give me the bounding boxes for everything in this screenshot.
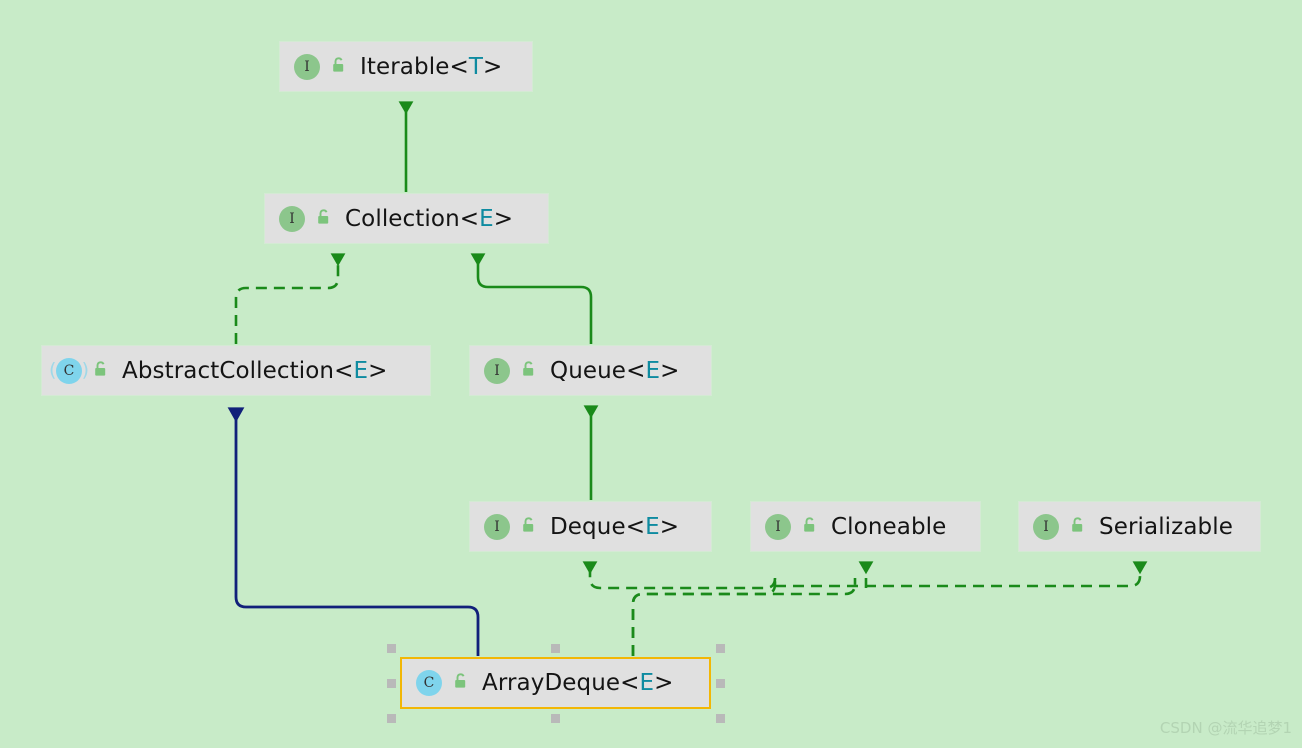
unlocked-padlock-icon	[521, 516, 538, 538]
unlocked-padlock-icon	[331, 56, 348, 78]
node-collection[interactable]: I Collection<E>	[264, 193, 549, 244]
node-serializable[interactable]: I Serializable	[1018, 501, 1261, 552]
interface-badge: I	[1033, 513, 1059, 540]
selection-handle[interactable]	[716, 679, 725, 688]
unlocked-padlock-icon	[316, 208, 333, 230]
unlocked-padlock-icon	[453, 672, 470, 694]
interface-icon: I	[484, 357, 510, 384]
interface-icon: I	[279, 205, 305, 232]
interface-badge: I	[484, 357, 510, 384]
node-label: ArrayDeque<E>	[482, 670, 674, 696]
selection-handle[interactable]	[387, 644, 396, 653]
node-label: Serializable	[1099, 513, 1233, 540]
class-badge: C	[56, 357, 82, 384]
node-label: Cloneable	[831, 513, 947, 540]
interface-badge: I	[765, 513, 791, 540]
interface-icon: I	[484, 513, 510, 540]
interface-icon: I	[765, 513, 791, 540]
selection-handle[interactable]	[716, 714, 725, 723]
node-label: Deque<E>	[550, 513, 680, 540]
unlocked-padlock-icon	[521, 360, 538, 382]
node-abstractcollection[interactable]: ( C ) AbstractCollection<E>	[41, 345, 431, 396]
interface-badge: I	[484, 513, 510, 540]
edge-abstractcollection-to-collection	[234, 253, 346, 344]
unlocked-padlock-icon	[93, 360, 110, 382]
interface-icon: I	[1033, 513, 1059, 540]
selection-handle[interactable]	[387, 714, 396, 723]
interface-badge: I	[279, 205, 305, 232]
unlocked-padlock-icon	[802, 516, 819, 538]
class-icon: C	[416, 670, 442, 696]
unlocked-padlock-icon	[1070, 516, 1087, 538]
interface-icon: I	[294, 53, 320, 80]
selection-handle[interactable]	[387, 679, 396, 688]
abstract-class-icon: ( C )	[49, 357, 89, 384]
abstract-bracket-left: (	[49, 358, 57, 381]
node-cloneable[interactable]: I Cloneable	[750, 501, 981, 552]
node-label: Queue<E>	[550, 357, 680, 384]
selection-handle[interactable]	[551, 714, 560, 723]
selection-handle[interactable]	[716, 644, 725, 653]
node-queue[interactable]: I Queue<E>	[469, 345, 712, 396]
node-label: AbstractCollection<E>	[122, 357, 388, 384]
edge-queue-to-collection	[470, 253, 593, 344]
class-badge: C	[416, 670, 442, 696]
node-deque[interactable]: I Deque<E>	[469, 501, 712, 552]
selection-handle[interactable]	[551, 644, 560, 653]
node-arraydeque[interactable]: C ArrayDeque<E>	[400, 657, 711, 709]
node-iterable[interactable]: I Iterable<T>	[279, 41, 533, 92]
edge-arraydeque-to-abstractcollection	[227, 407, 480, 656]
node-label: Iterable<T>	[360, 53, 503, 80]
abstract-bracket-right: )	[81, 358, 89, 381]
interface-badge: I	[294, 53, 320, 80]
watermark: CSDN @流华追梦1	[1159, 719, 1292, 737]
edge-arraydeque-to-serializable	[774, 561, 1148, 588]
node-label: Collection<E>	[345, 205, 514, 232]
